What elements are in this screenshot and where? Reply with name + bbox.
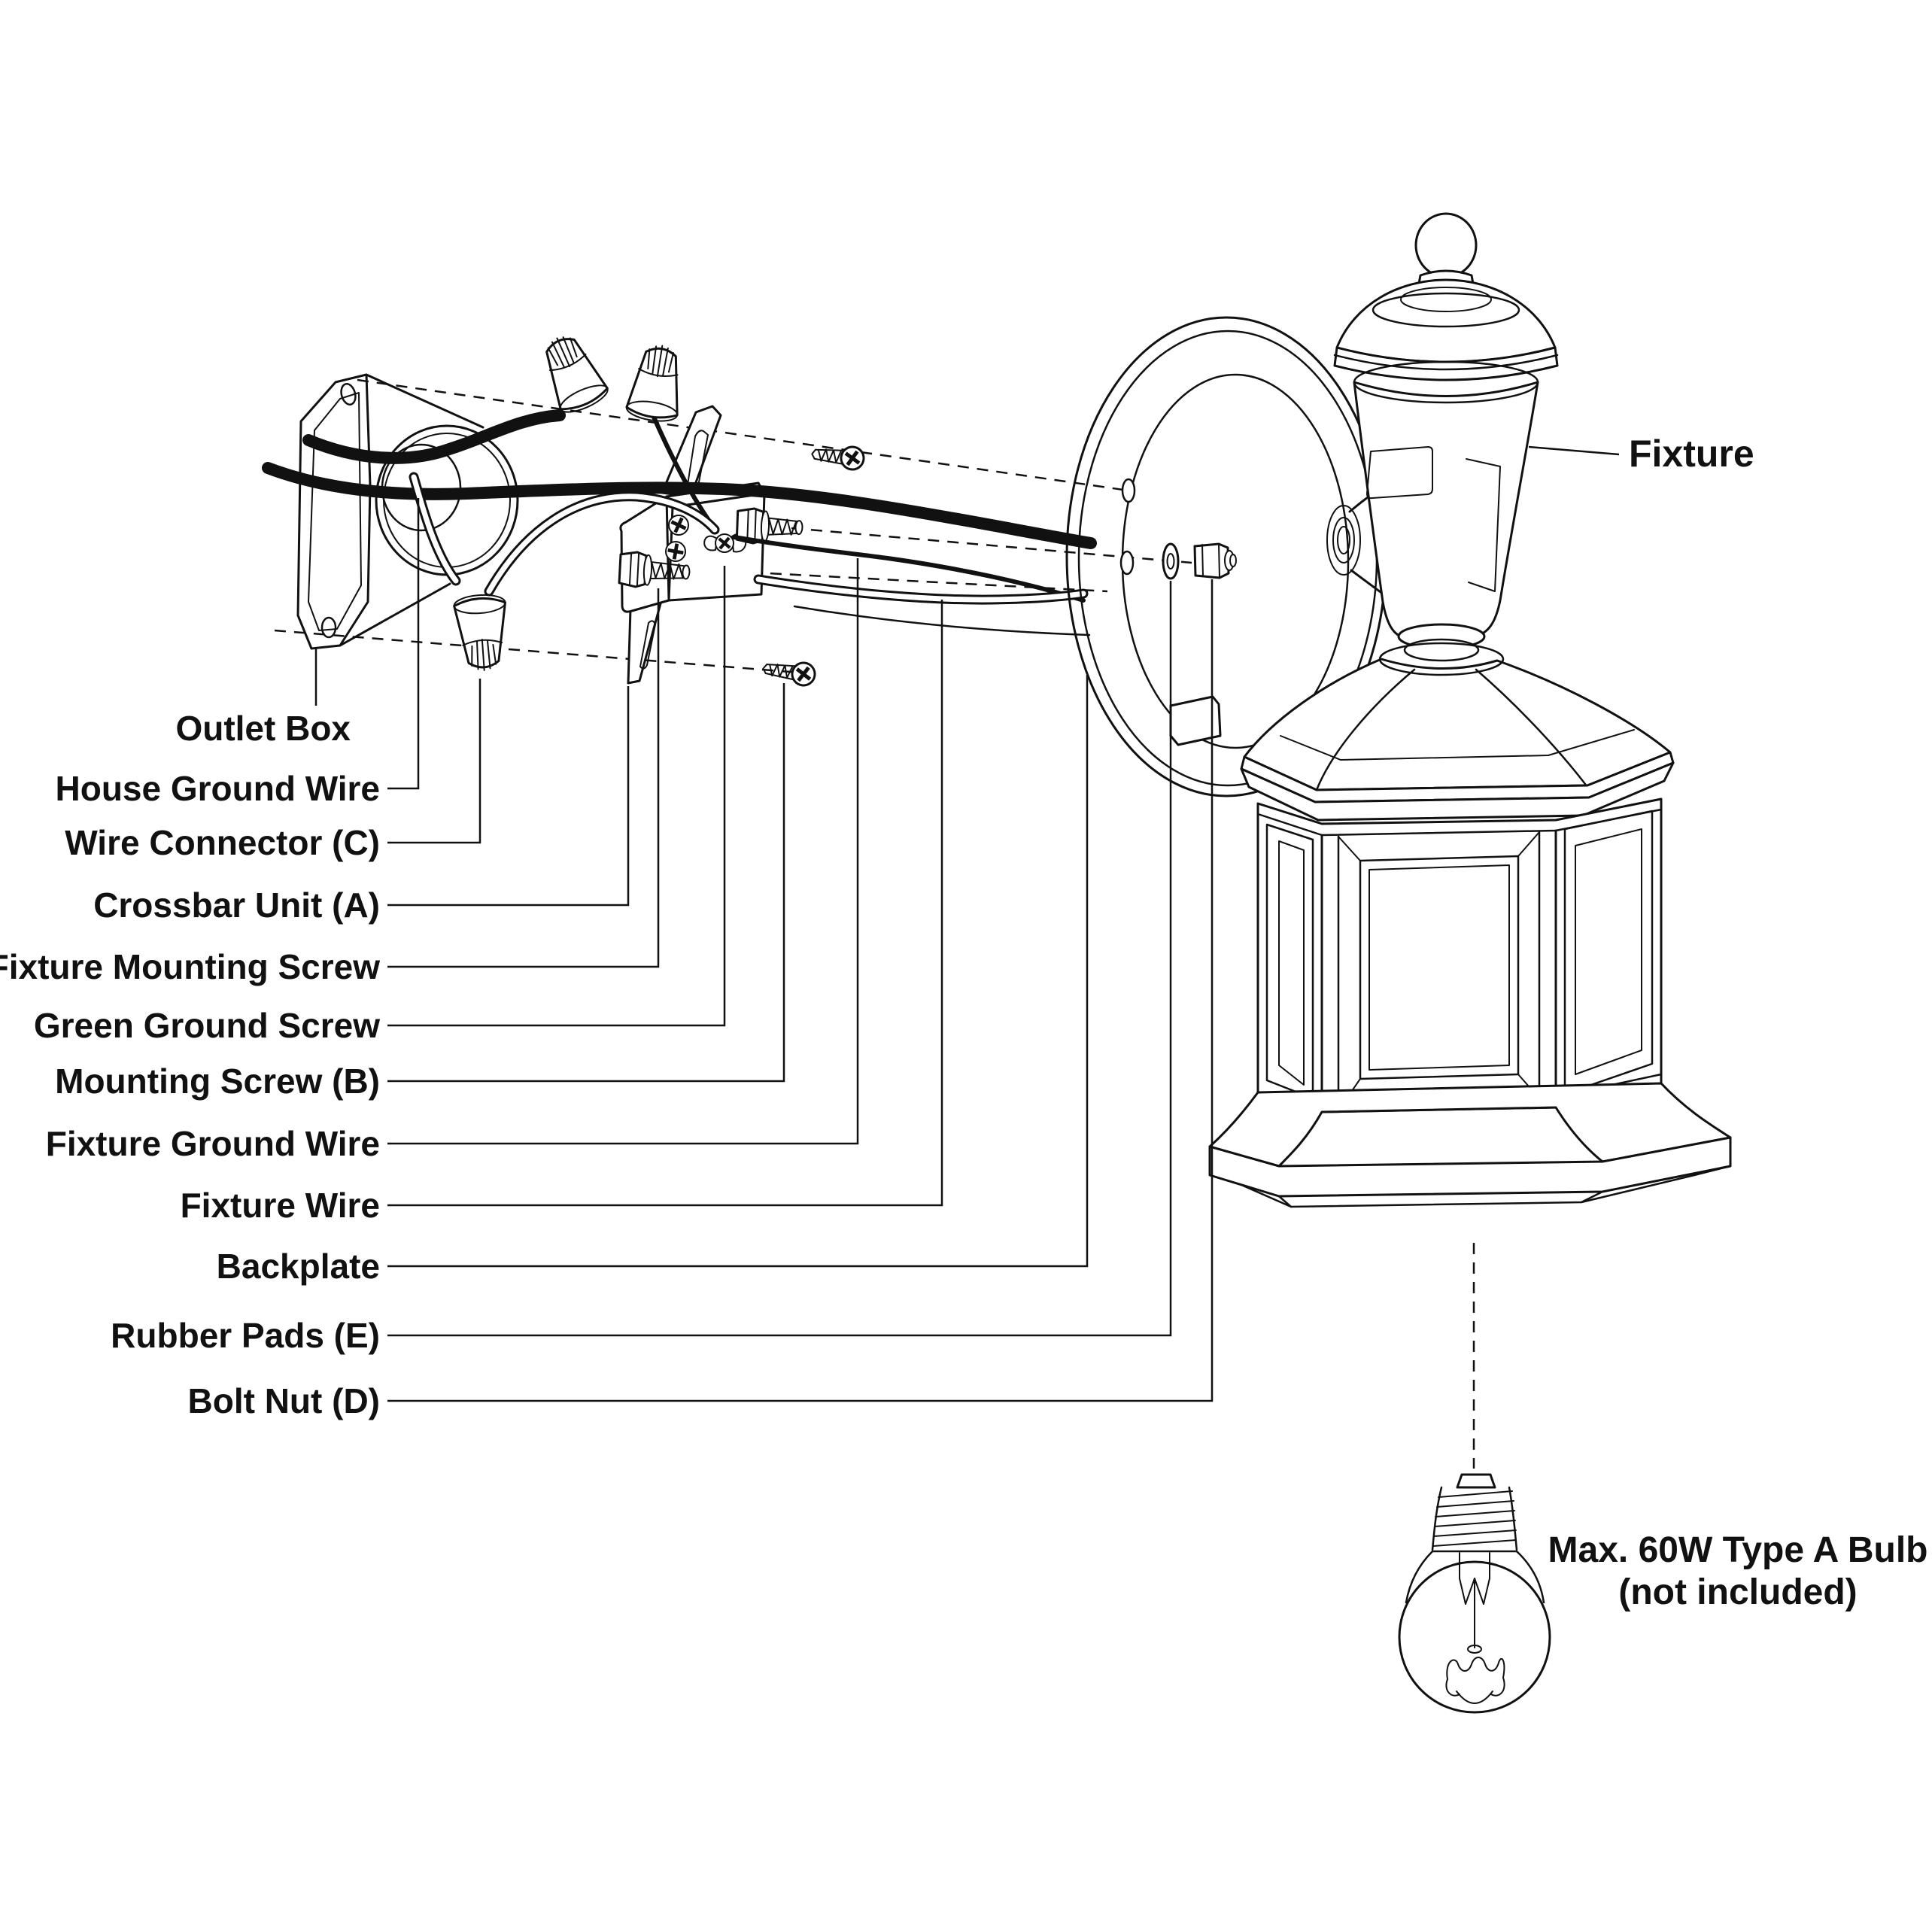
leader-bolt-nut bbox=[387, 579, 1214, 1402]
label-fixture-wire: Fixture Wire bbox=[181, 1186, 380, 1225]
label-backplate: Backplate bbox=[217, 1247, 380, 1286]
dashed-line-top-screw-axis bbox=[357, 378, 1129, 492]
green-ground-screw bbox=[703, 533, 747, 553]
backplate-keyhole-top bbox=[1121, 478, 1136, 503]
leader-fixture-wire bbox=[387, 600, 943, 1207]
sensor-window bbox=[1366, 446, 1433, 500]
rubber-pad bbox=[1162, 542, 1180, 580]
bulb-note-line1: Max. 60W Type A Bulb bbox=[1548, 1530, 1928, 1570]
mounting-screw-b-top bbox=[811, 445, 865, 471]
dashed-line-lower-bolt-axis bbox=[711, 569, 1108, 593]
bulb-note-line2: (not included) bbox=[1618, 1572, 1857, 1612]
light-bulb bbox=[1398, 1473, 1551, 1714]
bolt-nut bbox=[1193, 542, 1237, 579]
label-fixture-mounting-screw: Fixture Mounting Screw bbox=[0, 947, 380, 986]
label-green-ground-screw: Green Ground Screw bbox=[34, 1006, 380, 1045]
fixture-ground-wire-right bbox=[732, 535, 1086, 603]
leader-fixture-ground-wire bbox=[387, 558, 859, 1145]
label-bolt-nut: Bolt Nut (D) bbox=[188, 1381, 380, 1420]
label-fixture-ground-wire: Fixture Ground Wire bbox=[46, 1124, 380, 1163]
wires bbox=[262, 409, 1097, 636]
leader-backplate bbox=[387, 675, 1089, 1268]
leader-wire-connector bbox=[387, 679, 481, 844]
leader-fixture-mounting-screw bbox=[387, 588, 660, 968]
label-fixture: Fixture bbox=[1629, 433, 1754, 475]
lantern-roof bbox=[1169, 642, 1675, 822]
crossbar-screw-head bbox=[665, 541, 686, 562]
leader-crossbar-unit bbox=[387, 686, 630, 907]
ground-wire-to-screw bbox=[484, 491, 720, 597]
label-wire-connector: Wire Connector (C) bbox=[65, 823, 380, 862]
right-panel bbox=[1563, 810, 1654, 1095]
crossbar-screw-head bbox=[668, 515, 689, 536]
wire-connector-2 bbox=[625, 345, 679, 422]
front-panel bbox=[1338, 831, 1540, 1111]
wire-connector-3 bbox=[453, 594, 506, 671]
bulb-tip bbox=[1456, 1473, 1496, 1489]
house-wire-black-upper bbox=[302, 409, 566, 464]
leader-rubber-pads bbox=[387, 581, 1172, 1337]
fixture-wire bbox=[753, 574, 1089, 605]
cap-rim bbox=[1333, 346, 1559, 381]
finial-ball bbox=[1414, 212, 1478, 278]
label-mounting-screw-b: Mounting Screw (B) bbox=[55, 1062, 380, 1101]
backplate-keyhole-mid bbox=[1119, 550, 1135, 576]
house-ground-wire bbox=[409, 472, 461, 586]
leader-mounting-screw-b bbox=[387, 683, 785, 1083]
leader-fixture bbox=[1528, 445, 1620, 456]
mounting-screw-b-bottom bbox=[762, 661, 816, 687]
fixture-mounting-screw-right bbox=[735, 507, 803, 545]
wire-connectors bbox=[453, 336, 679, 671]
lantern-base bbox=[1208, 1082, 1732, 1208]
wire-connector-1 bbox=[545, 336, 609, 413]
leader-lines bbox=[314, 445, 1620, 1402]
bulb-filament bbox=[1445, 1552, 1505, 1704]
roof-fascia bbox=[1240, 761, 1675, 822]
bulb-threads bbox=[1431, 1486, 1518, 1553]
label-rubber-pads: Rubber Pads (E) bbox=[111, 1316, 380, 1355]
lantern-body bbox=[1256, 797, 1663, 1113]
outlet-box-top-ear-hole bbox=[340, 383, 357, 406]
sensor-cup bbox=[1353, 381, 1539, 641]
outlet-box-bottom-ear-hole bbox=[320, 616, 337, 639]
leader-green-ground-screw bbox=[387, 566, 726, 1027]
leader-house-ground-wire bbox=[387, 498, 420, 790]
arm-outline bbox=[793, 605, 1091, 636]
dashed-line-bottom-screw-axis bbox=[274, 629, 810, 675]
fixture-head bbox=[1333, 212, 1559, 662]
fixture-mounting-screw-left bbox=[618, 551, 691, 588]
label-outlet-box: Outlet Box bbox=[175, 709, 351, 748]
house-wire-black-lower bbox=[262, 462, 1097, 549]
cap-dome bbox=[1335, 278, 1557, 363]
part-labels: Outlet Box House Ground Wire Wire Connec… bbox=[0, 433, 1927, 1612]
label-house-ground-wire: House Ground Wire bbox=[56, 769, 381, 808]
label-crossbar-unit: Crossbar Unit (A) bbox=[93, 886, 380, 925]
